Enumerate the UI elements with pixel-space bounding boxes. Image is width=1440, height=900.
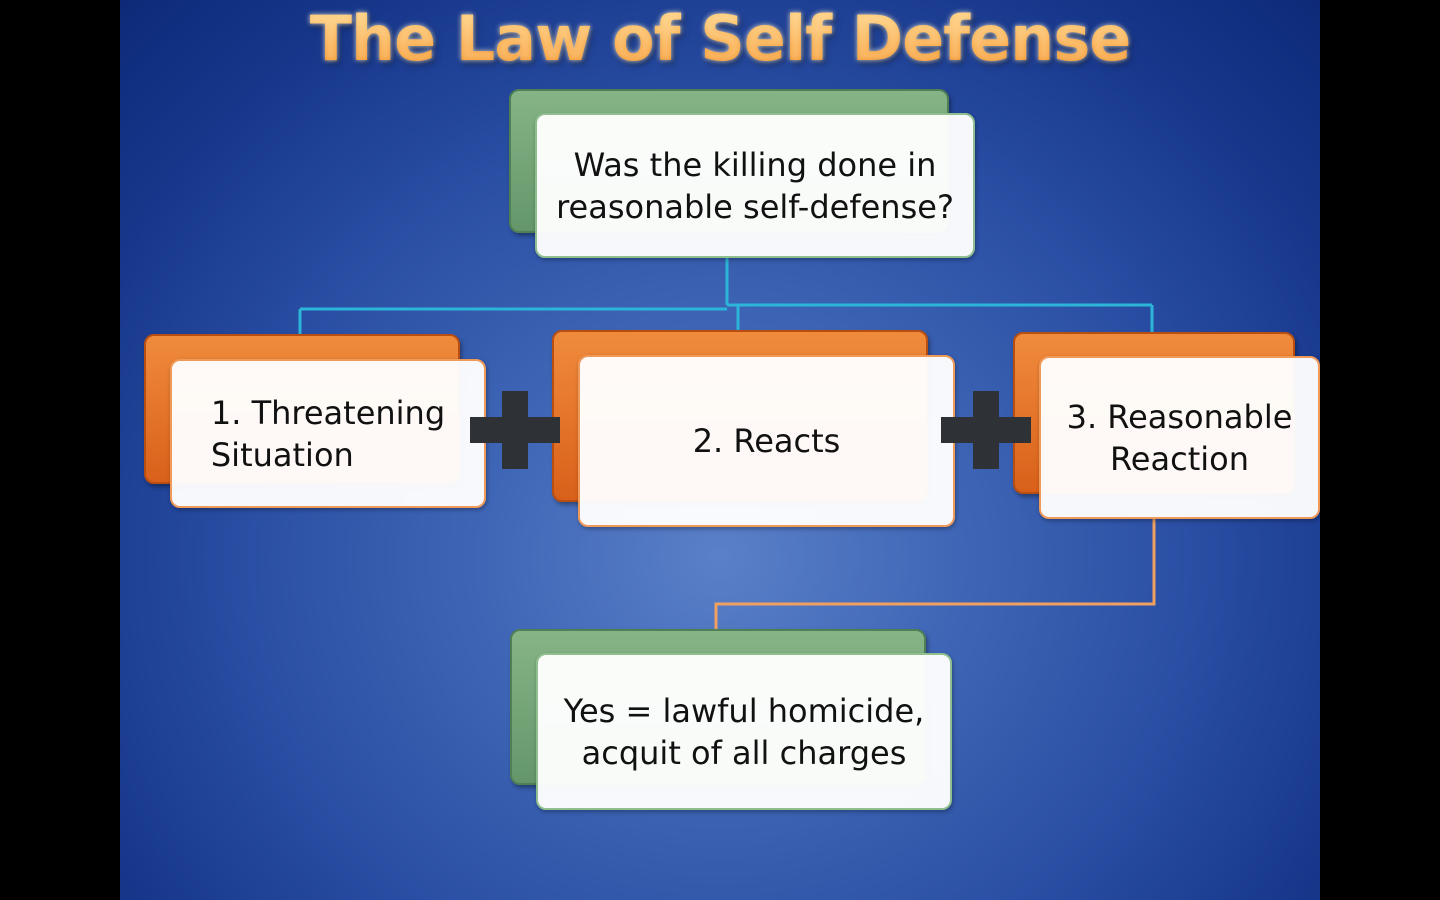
result-connector	[714, 518, 1156, 630]
element-3-box: 3. Reasonable Reaction	[1039, 356, 1320, 519]
connector-lines	[298, 258, 1156, 630]
element-3-text: 3. Reasonable Reaction	[1066, 397, 1293, 478]
plus-icon	[470, 391, 560, 469]
result-text: Yes = lawful homicide, acquit of all cha…	[563, 691, 925, 772]
plus-icon	[941, 391, 1031, 469]
element-2-box: 2. Reacts	[578, 355, 955, 527]
question-box: Was the killing done in reasonable self-…	[535, 113, 975, 258]
slide: The Law of Self Defense Was the killing …	[120, 0, 1320, 900]
element-1-box: 1. Threatening Situation	[170, 359, 486, 508]
slide-title: The Law of Self Defense	[120, 2, 1320, 75]
element-2-text: 2. Reacts	[692, 422, 841, 460]
question-text: Was the killing done in reasonable self-…	[556, 145, 954, 226]
result-box: Yes = lawful homicide, acquit of all cha…	[536, 653, 952, 810]
element-1-text: 1. Threatening Situation	[210, 393, 446, 474]
question-connectors	[298, 258, 1154, 334]
result-connector-line	[714, 518, 1156, 630]
